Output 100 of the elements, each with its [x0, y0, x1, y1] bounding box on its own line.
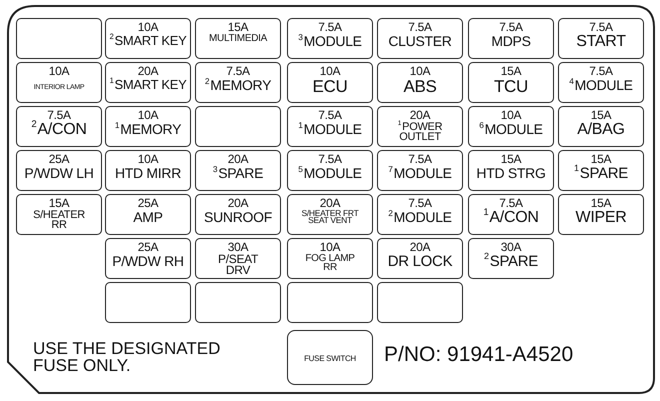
fuse-rating: 10A [138, 153, 158, 166]
fuse-rating: 10A [320, 241, 340, 254]
empty-fuse-slot [377, 282, 463, 323]
fuse-name: AMP [133, 210, 163, 224]
fuse-name: MDPS [491, 34, 531, 48]
fuse-rating: 7.5A [408, 197, 432, 210]
fuse-slot [377, 62, 463, 103]
fuse-rating: 15A [590, 153, 612, 166]
fuse-name: S/HEATER FRT SEAT VENT [300, 210, 360, 226]
fuse-slot [468, 238, 554, 279]
fuse-slot [195, 150, 281, 191]
fuse-slot [287, 150, 373, 191]
fuse-rating: 7.5A [589, 21, 613, 34]
fuse-rating: 7.5A [589, 65, 613, 78]
fuse-rating: 10A [48, 65, 70, 78]
fuse-slot [468, 150, 554, 191]
fuse-rating: 10A [138, 21, 158, 34]
fuse-name: START [576, 34, 626, 50]
fuse-name: $^{6}$MODULE [479, 122, 543, 136]
fuse-name: $^{2}$SPARE [484, 254, 538, 269]
fuse-name: $^{4}$MODULE [569, 78, 633, 92]
fuse-slot [558, 18, 644, 59]
fuse-slot [377, 150, 463, 191]
fuse-name: $^{2}$MEMORY [204, 78, 272, 92]
fuse-rating: 7.5A [408, 21, 432, 34]
fuse-name: $^{1}$MEMORY [114, 122, 182, 136]
fuse-slot [468, 194, 554, 235]
fuse-rating: 7.5A [318, 109, 342, 122]
fuse-name: $^{2}$MODULE [388, 210, 452, 224]
fuse-rating: 15A [228, 21, 248, 34]
fuse-name: FOG LAMP RR [304, 254, 356, 272]
fuse-name: HTD MIRR [114, 166, 182, 180]
fuse-rating: 7.5A [318, 153, 342, 166]
fuse-rating: 20A [228, 153, 248, 166]
fuse-slot [105, 194, 191, 235]
fuse-slot [105, 18, 191, 59]
fuse-name: A/BAG [577, 122, 625, 138]
fuse-slot [558, 150, 644, 191]
fuse-slot [105, 62, 191, 103]
fuse-rating: 7.5A [499, 197, 523, 210]
fuse-slot [558, 106, 644, 147]
fuse-rating: 20A [138, 65, 158, 78]
fuse-slot [16, 62, 102, 103]
fuse-name: ABS [403, 78, 437, 95]
fuse-name: $^{2}$A/CON [31, 122, 87, 138]
fuse-slot [377, 106, 463, 147]
fuse-name: P/WDW RH [112, 254, 184, 268]
fuse-name: $^{5}$MODULE [298, 166, 362, 180]
fuse-slot [558, 62, 644, 103]
fuse-name: P/SEAT DRV [217, 254, 259, 276]
fuse-name: ECU [312, 78, 348, 95]
fuse-name: $^{1}$SPARE [574, 166, 628, 181]
fuse-rating: 10A [500, 109, 522, 122]
fuse-slot [16, 194, 102, 235]
fuse-rating: 25A [138, 197, 158, 210]
fuse-slot [377, 194, 463, 235]
fuse-slot [287, 18, 373, 59]
fuse-rating: 10A [320, 65, 340, 78]
fuse-rating: 20A [228, 197, 248, 210]
fuse-name: $^{3}$MODULE [298, 34, 362, 48]
fuse-switch-slot [287, 330, 373, 385]
fuse-name: $^{7}$MODULE [388, 166, 452, 180]
fuse-slot [105, 238, 191, 279]
fuse-rating: 15A [48, 197, 70, 210]
fuse-rating: 7.5A [499, 21, 523, 34]
fuse-name: HTD STRG [476, 166, 546, 180]
fuse-rating: 15A [590, 197, 612, 210]
empty-fuse-slot [16, 18, 102, 59]
fuse-name: $^{1}$A/CON [483, 210, 539, 226]
fuse-notice-text: USE THE DESIGNATED FUSE ONLY. [33, 340, 222, 374]
fuse-slot [558, 194, 644, 235]
fuse-slot [468, 106, 554, 147]
fuse-slot [377, 238, 463, 279]
fuse-rating: 10A [138, 109, 158, 122]
fuse-slot [287, 62, 373, 103]
part-number-text: P/NO: 91941-A4520 [384, 344, 574, 365]
fuse-slot [468, 18, 554, 59]
fuse-rating: 20A [320, 197, 340, 210]
fuse-slot [287, 194, 373, 235]
empty-fuse-slot [195, 282, 281, 323]
fuse-rating: 25A [48, 153, 70, 166]
fuse-name: P/WDW LH [24, 166, 94, 180]
fuse-rating: 10A [410, 65, 430, 78]
fuse-rating: 30A [500, 241, 522, 254]
fuse-name: $^{1}$MODULE [298, 122, 362, 136]
fuse-name: SUNROOF [204, 210, 272, 224]
fuse-slot [105, 150, 191, 191]
fuse-rating: 30A [228, 241, 248, 254]
fuse-slot [195, 194, 281, 235]
empty-fuse-slot [105, 282, 191, 323]
fuse-rating: 15A [500, 65, 522, 78]
fuse-slot [287, 106, 373, 147]
fuse-rating: 15A [500, 153, 522, 166]
fuse-name: DR LOCK [388, 254, 452, 269]
fuse-slot [195, 18, 281, 59]
fuse-rating: 7.5A [408, 153, 432, 166]
fuse-slot [287, 238, 373, 279]
fuse-rating: 25A [138, 241, 158, 254]
fuse-slot [377, 18, 463, 59]
fuse-rating: 20A [410, 241, 430, 254]
